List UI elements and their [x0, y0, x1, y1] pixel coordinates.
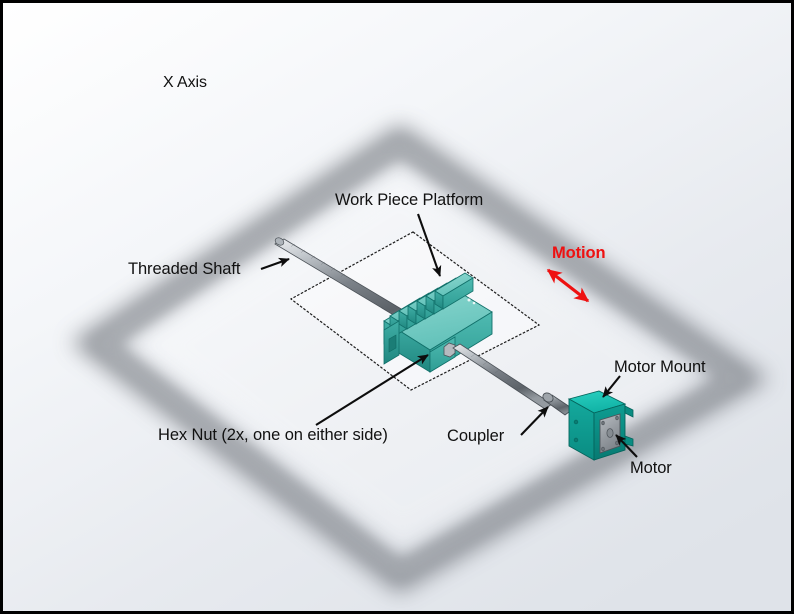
shaft-left-end-cap [274, 237, 285, 246]
platform-fin [434, 272, 474, 310]
hex-nut [443, 342, 456, 358]
leader-hex-nut [315, 354, 429, 426]
leader-work-piece-platform [417, 213, 442, 277]
coupler-end-cap [542, 392, 554, 403]
leader-motor [615, 434, 638, 458]
cad-scene [3, 3, 791, 611]
ground-shadow-diamond [70, 124, 770, 594]
motion-arrow [546, 268, 590, 303]
motor-assembly [567, 390, 634, 461]
platform-bolt-dots [467, 298, 476, 305]
motor-hub [606, 428, 614, 438]
platform-bracket [383, 320, 400, 365]
motor-mount-bolts [573, 419, 579, 443]
leader-lines [260, 213, 638, 458]
leader-coupler [520, 406, 549, 436]
leader-motor-mount [602, 375, 621, 398]
leader-threaded-shaft [260, 257, 290, 270]
